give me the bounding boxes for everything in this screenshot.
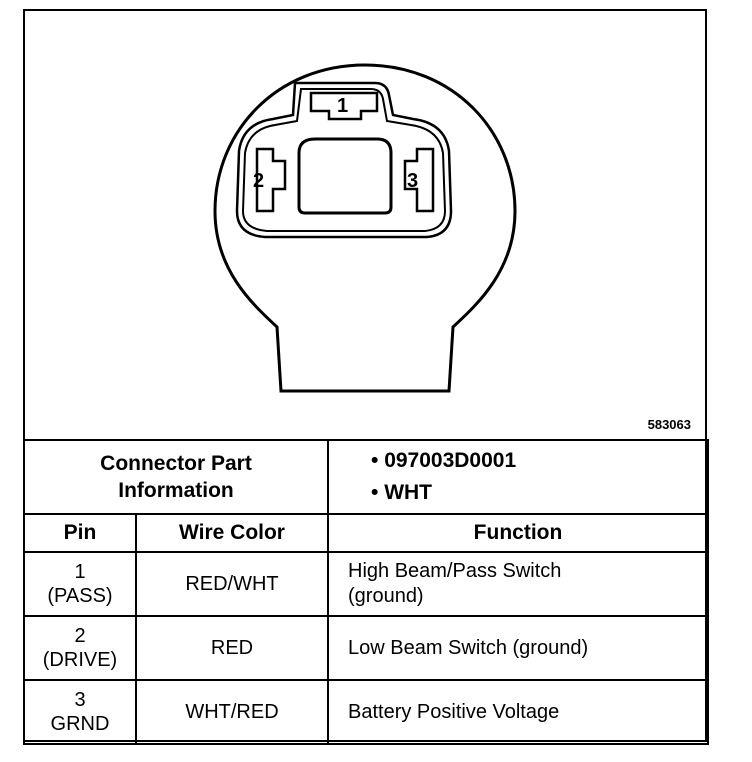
- pin-designation: (DRIVE): [42, 649, 118, 671]
- connector-body-outline: [213, 63, 517, 393]
- connector-color: WHT: [371, 477, 707, 509]
- pin-3-slot: [403, 147, 435, 213]
- header-wire-color: Wire Color: [135, 513, 329, 553]
- header-function: Function: [327, 513, 709, 553]
- header-pin: Pin: [23, 513, 137, 553]
- center-cavity: [297, 137, 393, 215]
- pin-number: 2: [74, 625, 86, 647]
- table-row: 3 GRND WHT/RED Battery Positive Voltage: [23, 679, 709, 745]
- connector-inner-frame-outer: [235, 81, 453, 239]
- function-cell: High Beam/Pass Switch (ground): [327, 551, 709, 617]
- table-header-row: Pin Wire Color Function: [23, 513, 709, 553]
- function-cell: Low Beam Switch (ground): [327, 615, 709, 681]
- part-number: 097003D0001: [371, 445, 707, 477]
- pin-designation: (PASS): [47, 585, 113, 607]
- connector-face-drawing: 1 2 3: [213, 63, 517, 393]
- pin-cell: 1 (PASS): [23, 551, 137, 617]
- table-row: 2 (DRIVE) RED Low Beam Switch (ground): [23, 615, 709, 681]
- function-cell: Battery Positive Voltage: [327, 679, 709, 745]
- pin-cell: 2 (DRIVE): [23, 615, 137, 681]
- wire-color-cell: WHT/RED: [135, 679, 329, 745]
- diagram-frame: 1 2 3 583063 Connector Part Information …: [23, 9, 709, 745]
- pin-designation: GRND: [50, 713, 110, 735]
- pin-1-label: 1: [337, 95, 348, 117]
- pin-cell: 3 GRND: [23, 679, 137, 745]
- connector-info-table: Connector Part Information 097003D0001 W…: [23, 439, 709, 745]
- part-info-values: 097003D0001 WHT: [327, 439, 709, 515]
- figure-id: 583063: [647, 417, 691, 432]
- connector-diagram: 1 2 3 583063: [25, 11, 705, 439]
- part-info-title: Connector Part Information: [23, 439, 329, 515]
- pin-3-label: 3: [407, 170, 418, 192]
- pin-number: 3: [74, 689, 86, 711]
- part-info-title-line2: Information: [118, 479, 234, 502]
- wire-color-cell: RED/WHT: [135, 551, 329, 617]
- pin-1-slot: [309, 91, 379, 121]
- pin-number: 1: [74, 561, 86, 583]
- connector-inner-frame-inner: [241, 88, 447, 232]
- pin-2-slot: [255, 147, 287, 213]
- part-info-row: Connector Part Information 097003D0001 W…: [23, 439, 709, 515]
- table-row: 1 (PASS) RED/WHT High Beam/Pass Switch (…: [23, 551, 709, 617]
- wire-color-cell: RED: [135, 615, 329, 681]
- function-line: Battery Positive Voltage: [348, 700, 560, 723]
- part-info-title-line1: Connector Part: [100, 452, 252, 475]
- function-line: (ground): [348, 585, 424, 607]
- function-line: Low Beam Switch (ground): [348, 636, 589, 659]
- function-line: High Beam/Pass Switch: [348, 560, 562, 582]
- pin-2-label: 2: [253, 170, 264, 192]
